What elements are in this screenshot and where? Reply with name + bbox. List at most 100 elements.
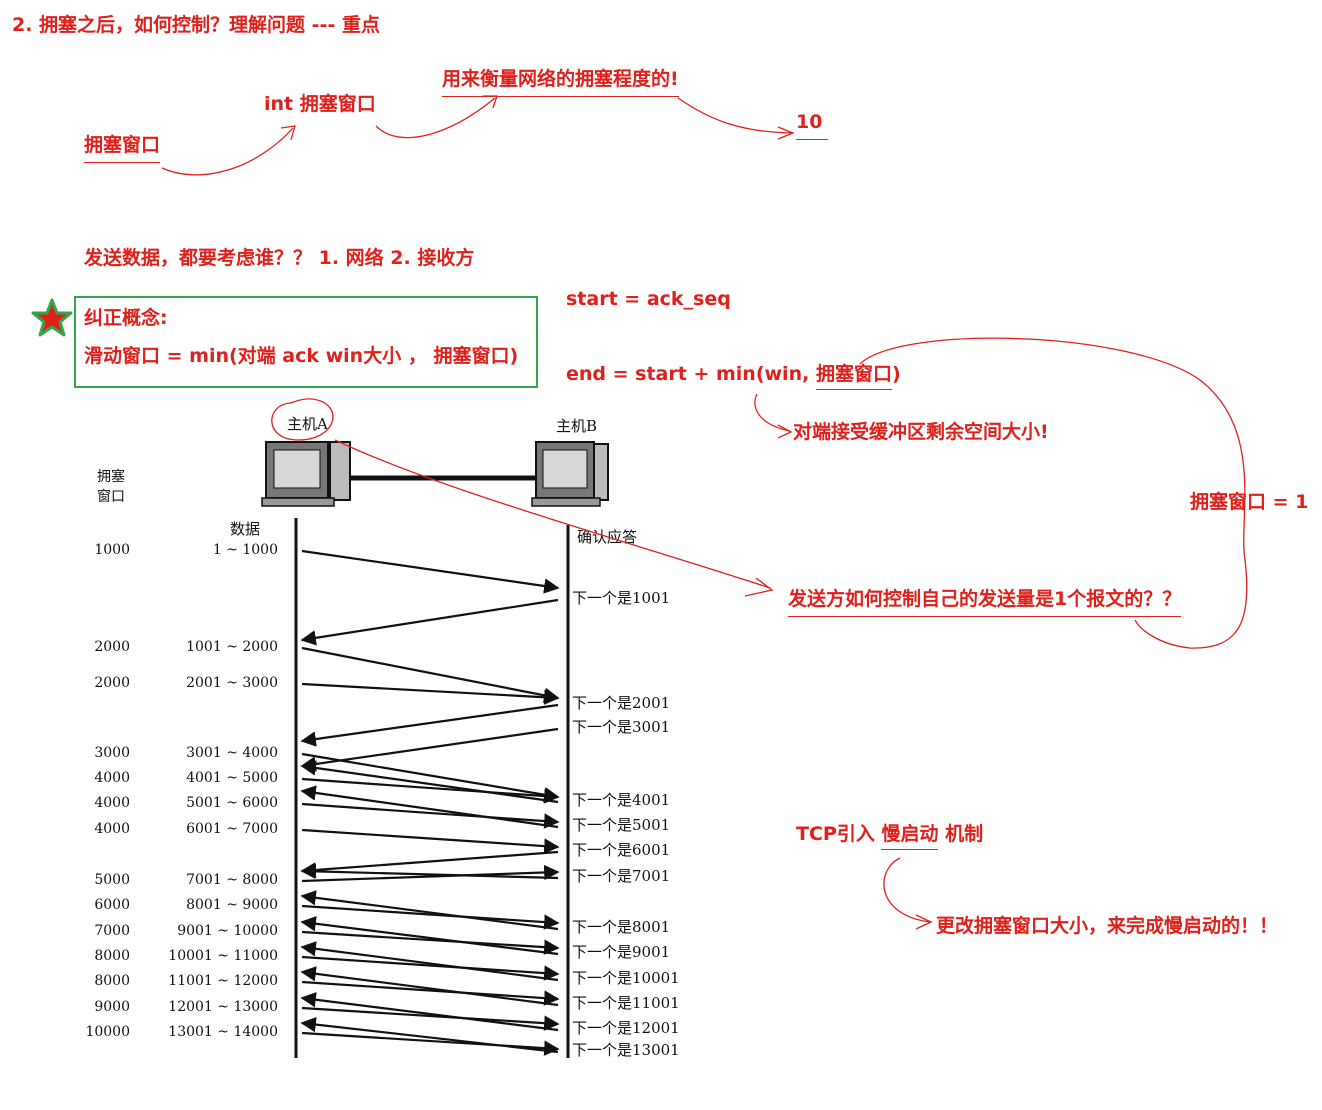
arrowhead-purpose [483, 95, 498, 109]
data-range-11: 11001 ~ 12000 [168, 973, 278, 989]
segment-arrows [301, 549, 560, 1056]
segment-arrow-12 [301, 1006, 560, 1031]
cwnd-value-8: 6000 [94, 897, 130, 913]
segment-arrow-4 [301, 777, 560, 804]
ack-label-2: 下一个是3001 [572, 718, 671, 736]
segment-arrow-2 [301, 682, 560, 705]
data-column-label: 数据 [230, 520, 261, 538]
ack-arrow-11 [300, 992, 559, 1032]
ack-label-8: 下一个是9001 [572, 943, 671, 961]
arrowhead-question [744, 577, 774, 597]
ack-arrow-5 [300, 850, 559, 878]
cwnd-value-3: 3000 [94, 745, 130, 761]
tcp-slow-start-note: TCP引入 慢启动 机制 [796, 823, 983, 850]
host-a-label: 主机A [287, 415, 328, 433]
slow-start-term: 慢启动 [881, 823, 939, 850]
ack-label-9: 下一个是10001 [572, 969, 680, 987]
data-range-12: 12001 ~ 13000 [168, 999, 278, 1015]
data-range-6: 6001 ~ 7000 [186, 821, 278, 837]
arrowhead-int-cwnd [280, 125, 296, 141]
data-range-13: 13001 ~ 14000 [168, 1024, 278, 1040]
correction-title: 纠正概念: [84, 307, 168, 329]
question-text: 发送数据，都要考虑谁？？ 1. 网络 2. 接收方 [84, 247, 475, 269]
cwnd-axis-label-2: 窗口 [97, 489, 125, 505]
ack-arrow-2 [300, 727, 559, 772]
int-cwnd-term: int 拥塞窗口 [264, 93, 376, 115]
cwnd-purpose: 用来衡量网络的拥塞程度的! [442, 70, 679, 97]
host-a-computer-icon [261, 441, 351, 507]
annotation-curve-purpose-to-value [677, 97, 793, 134]
ack-label-6: 下一个是7001 [572, 867, 671, 885]
ack-arrow-6 [300, 863, 559, 880]
data-range-5: 5001 ~ 6000 [186, 795, 278, 811]
segment-arrow-0 [301, 549, 560, 594]
arrowhead-win-note [777, 424, 793, 439]
ack-arrows [300, 598, 559, 1054]
cwnd-value: 10 [796, 113, 829, 140]
ack-label-11: 下一个是12001 [572, 1019, 680, 1037]
change-cwnd-note: 更改拥塞窗口大小，来完成慢启动的！！ [936, 915, 1279, 937]
ack-arrow-7 [300, 890, 559, 931]
annotation-curve-host-a-to-question [334, 439, 771, 589]
ack-arrow-8 [300, 916, 559, 956]
segment-arrow-3 [301, 752, 560, 803]
ack-label-12: 下一个是13001 [572, 1041, 680, 1059]
annotation-curve-cwnd-loop [859, 337, 1248, 649]
ack-label-5: 下一个是6001 [572, 841, 671, 859]
segment-arrow-11 [301, 980, 560, 1006]
arrowhead-change-cwnd [915, 914, 933, 930]
cwnd-value-4: 4000 [94, 770, 130, 786]
cwnd-term: 拥塞窗口 [84, 136, 161, 163]
end-equation-cwnd: 拥塞窗口 [815, 363, 892, 390]
annotation-curve-int-to-purpose [375, 97, 496, 139]
sender-question-note: 发送方如何控制自己的发送量是1个报文的？？ [788, 590, 1182, 617]
star-icon [31, 298, 73, 337]
ack-label-3: 下一个是4001 [572, 791, 671, 809]
ack-arrow-4 [300, 785, 559, 829]
ack-label-4: 下一个是5001 [572, 816, 671, 834]
cwnd-axis-label-1: 拥塞 [97, 469, 125, 485]
cwnd-value-6: 4000 [94, 821, 130, 837]
cwnd-value-7: 5000 [94, 872, 130, 888]
data-range-2: 2001 ~ 3000 [186, 675, 278, 691]
segment-arrow-10 [301, 955, 560, 981]
cwnd-value-10: 8000 [94, 948, 130, 964]
ack-arrow-12 [300, 1016, 559, 1054]
cwnd-value-2: 2000 [94, 675, 130, 691]
data-range-4: 4001 ~ 5000 [186, 770, 278, 786]
end-equation: end = start + min(win, 拥塞窗口) [566, 363, 901, 390]
segment-arrow-6 [301, 828, 560, 854]
segment-arrow-5 [301, 802, 560, 829]
data-range-7: 7001 ~ 8000 [186, 872, 278, 888]
ack-label-10: 下一个是11001 [572, 994, 680, 1012]
ack-label-0: 下一个是1001 [572, 589, 671, 607]
heading: 2. 拥塞之后，如何控制？理解问题 --- 重点 [12, 14, 380, 36]
ack-arrow-10 [300, 966, 559, 1007]
cwnd-value-12: 9000 [94, 999, 130, 1015]
ack-arrow-1 [300, 703, 559, 747]
host-b-label: 主机B [556, 417, 598, 435]
data-range-9: 9001 ~ 10000 [177, 923, 278, 939]
cwnd-value-11: 8000 [94, 973, 130, 989]
annotation-curve-slow-start [883, 857, 931, 923]
data-range-10: 10001 ~ 11000 [168, 948, 278, 964]
annotation-curve-cwnd-to-int [161, 127, 294, 176]
data-range-8: 8001 ~ 9000 [186, 897, 278, 913]
segment-arrow-9 [301, 930, 560, 955]
host-b-computer-icon [531, 441, 609, 507]
correction-box [74, 296, 538, 388]
cwnd-value-0: 1000 [94, 542, 130, 558]
data-range-3: 3001 ~ 4000 [186, 745, 278, 761]
start-equation: start = ack_seq [566, 288, 731, 310]
cwnd-one-note: 拥塞窗口 = 1 [1190, 491, 1309, 513]
ack-arrow-3 [300, 760, 559, 804]
correction-formula: 滑动窗口 = min(对端 ack win大小 ， 拥塞窗口) [84, 345, 519, 367]
win-meaning-note: 对端接受缓冲区剩余空间大小! [793, 421, 1049, 443]
segment-arrow-8 [301, 904, 560, 930]
data-range-1: 1001 ~ 2000 [186, 639, 278, 655]
ack-arrow-0 [300, 598, 559, 646]
segment-arrow-1 [301, 646, 560, 703]
annotation-circle-host-a [271, 398, 334, 441]
cwnd-value-13: 10000 [85, 1024, 130, 1040]
